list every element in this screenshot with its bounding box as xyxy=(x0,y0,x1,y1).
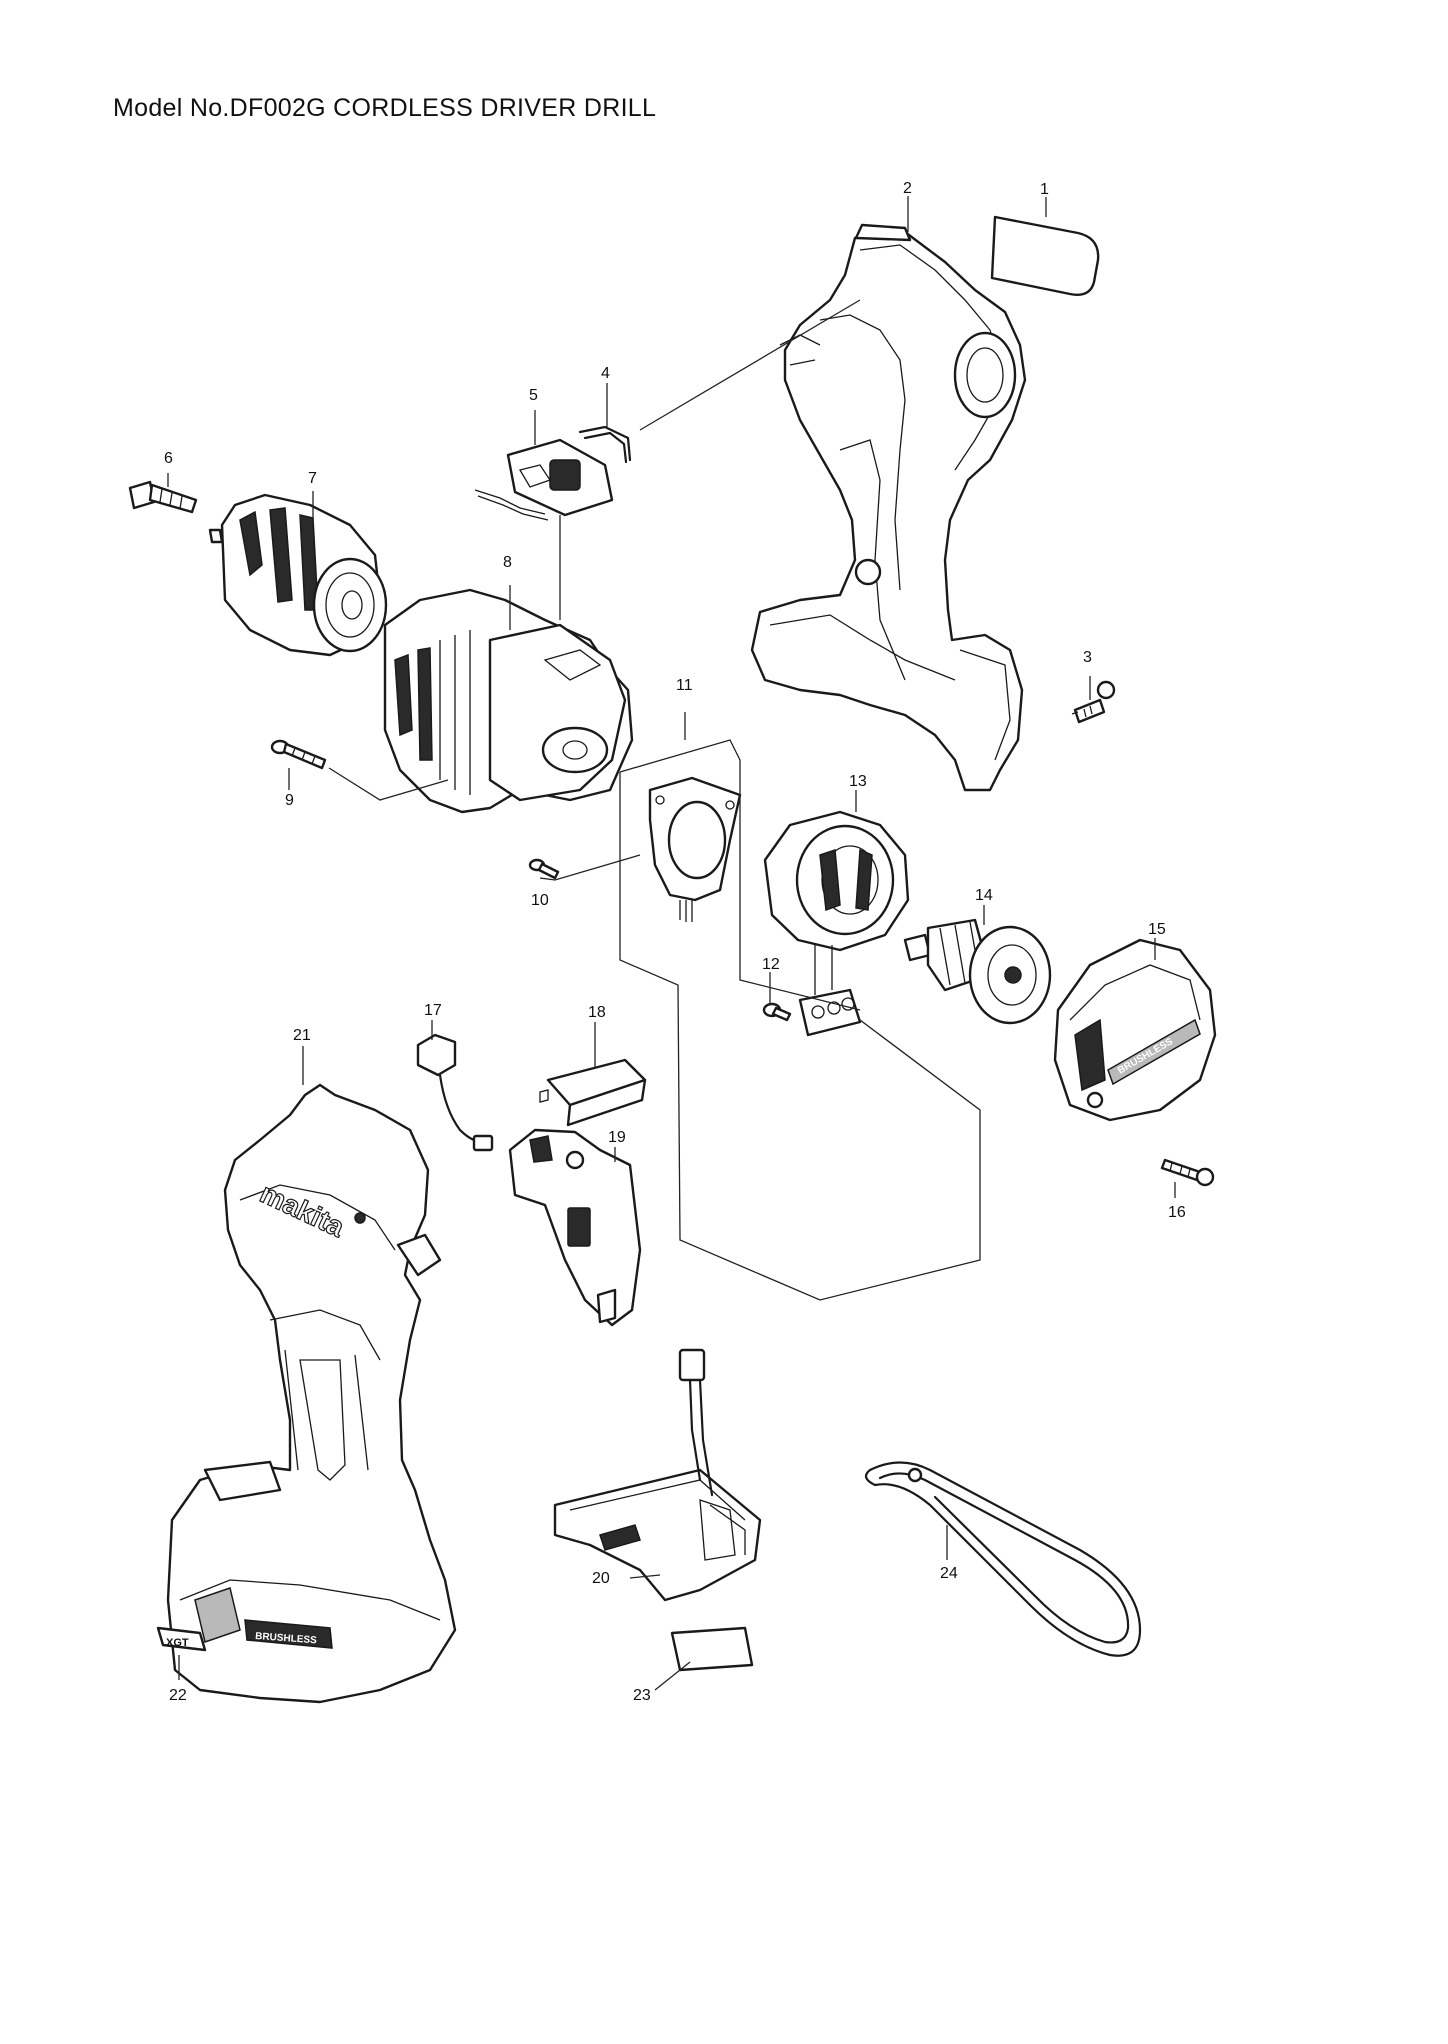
callout-12: 12 xyxy=(762,956,780,973)
callout-22: 22 xyxy=(169,1687,187,1704)
callout-16: 16 xyxy=(1168,1204,1186,1221)
part-14-rotor[interactable] xyxy=(903,918,1052,1025)
part-5-change-lever[interactable] xyxy=(474,438,614,521)
leader-lines xyxy=(167,196,1176,1691)
callout-numbers: 1 2 3 4 5 6 7 8 9 10 11 12 13 14 15 16 1… xyxy=(164,180,1186,1704)
part-7-keyless-chuck[interactable] xyxy=(208,493,388,657)
callout-10: 10 xyxy=(531,892,549,909)
part-13-stator[interactable] xyxy=(763,810,910,1037)
callout-19: 19 xyxy=(608,1129,626,1146)
part-24-strap[interactable] xyxy=(864,1461,1142,1657)
callout-2: 2 xyxy=(903,180,912,197)
part-12-screw[interactable] xyxy=(762,1002,792,1022)
part-8-gear-assembly[interactable] xyxy=(383,588,634,814)
callout-7: 7 xyxy=(308,470,317,487)
callout-4: 4 xyxy=(601,365,610,382)
part-18-led-cap[interactable] xyxy=(539,1058,647,1127)
callout-20: 20 xyxy=(592,1570,610,1587)
callout-15: 15 xyxy=(1148,921,1166,938)
part-10-screw[interactable] xyxy=(528,858,560,880)
callout-17: 17 xyxy=(424,1002,442,1019)
part-22-badge[interactable]: XGT xyxy=(156,1626,207,1652)
callout-24: 24 xyxy=(940,1565,958,1582)
part-3-screw[interactable] xyxy=(1071,680,1116,724)
callout-11: 11 xyxy=(676,677,693,694)
part-20-controller[interactable] xyxy=(553,1348,762,1602)
part-2-housing-right[interactable] xyxy=(750,223,1027,792)
callout-9: 9 xyxy=(285,792,294,809)
callout-13: 13 xyxy=(849,773,867,790)
part-9-screw[interactable] xyxy=(270,739,327,770)
part-1-label[interactable] xyxy=(990,215,1100,296)
callout-6: 6 xyxy=(164,450,173,467)
part-23-label[interactable] xyxy=(670,1626,754,1672)
part-15-rear-cover[interactable]: BRUSHLESS xyxy=(1053,938,1217,1122)
xgt-badge-text: XGT xyxy=(166,1637,189,1649)
part-19-switch[interactable] xyxy=(508,1128,642,1327)
callout-1: 1 xyxy=(1040,181,1049,198)
part-16-screw[interactable] xyxy=(1160,1158,1215,1187)
part-21-housing-left[interactable]: BRUSHLESS makita xyxy=(166,1083,457,1704)
callout-14: 14 xyxy=(975,887,993,904)
callout-8: 8 xyxy=(503,554,512,571)
callout-23: 23 xyxy=(633,1687,651,1704)
svg-text:BRUSHLESS: BRUSHLESS xyxy=(255,1631,318,1646)
page-title: Model No.DF002G CORDLESS DRIVER DRILL xyxy=(113,94,657,122)
callout-5: 5 xyxy=(529,387,538,404)
part-17-wire-harness[interactable] xyxy=(416,1033,494,1152)
callout-21: 21 xyxy=(293,1027,311,1044)
part-6-screw[interactable] xyxy=(128,480,198,514)
callout-18: 18 xyxy=(588,1004,606,1021)
callout-3: 3 xyxy=(1083,649,1092,666)
part-4-spring[interactable] xyxy=(578,425,632,464)
part-11-sensor-plate[interactable] xyxy=(648,776,742,922)
